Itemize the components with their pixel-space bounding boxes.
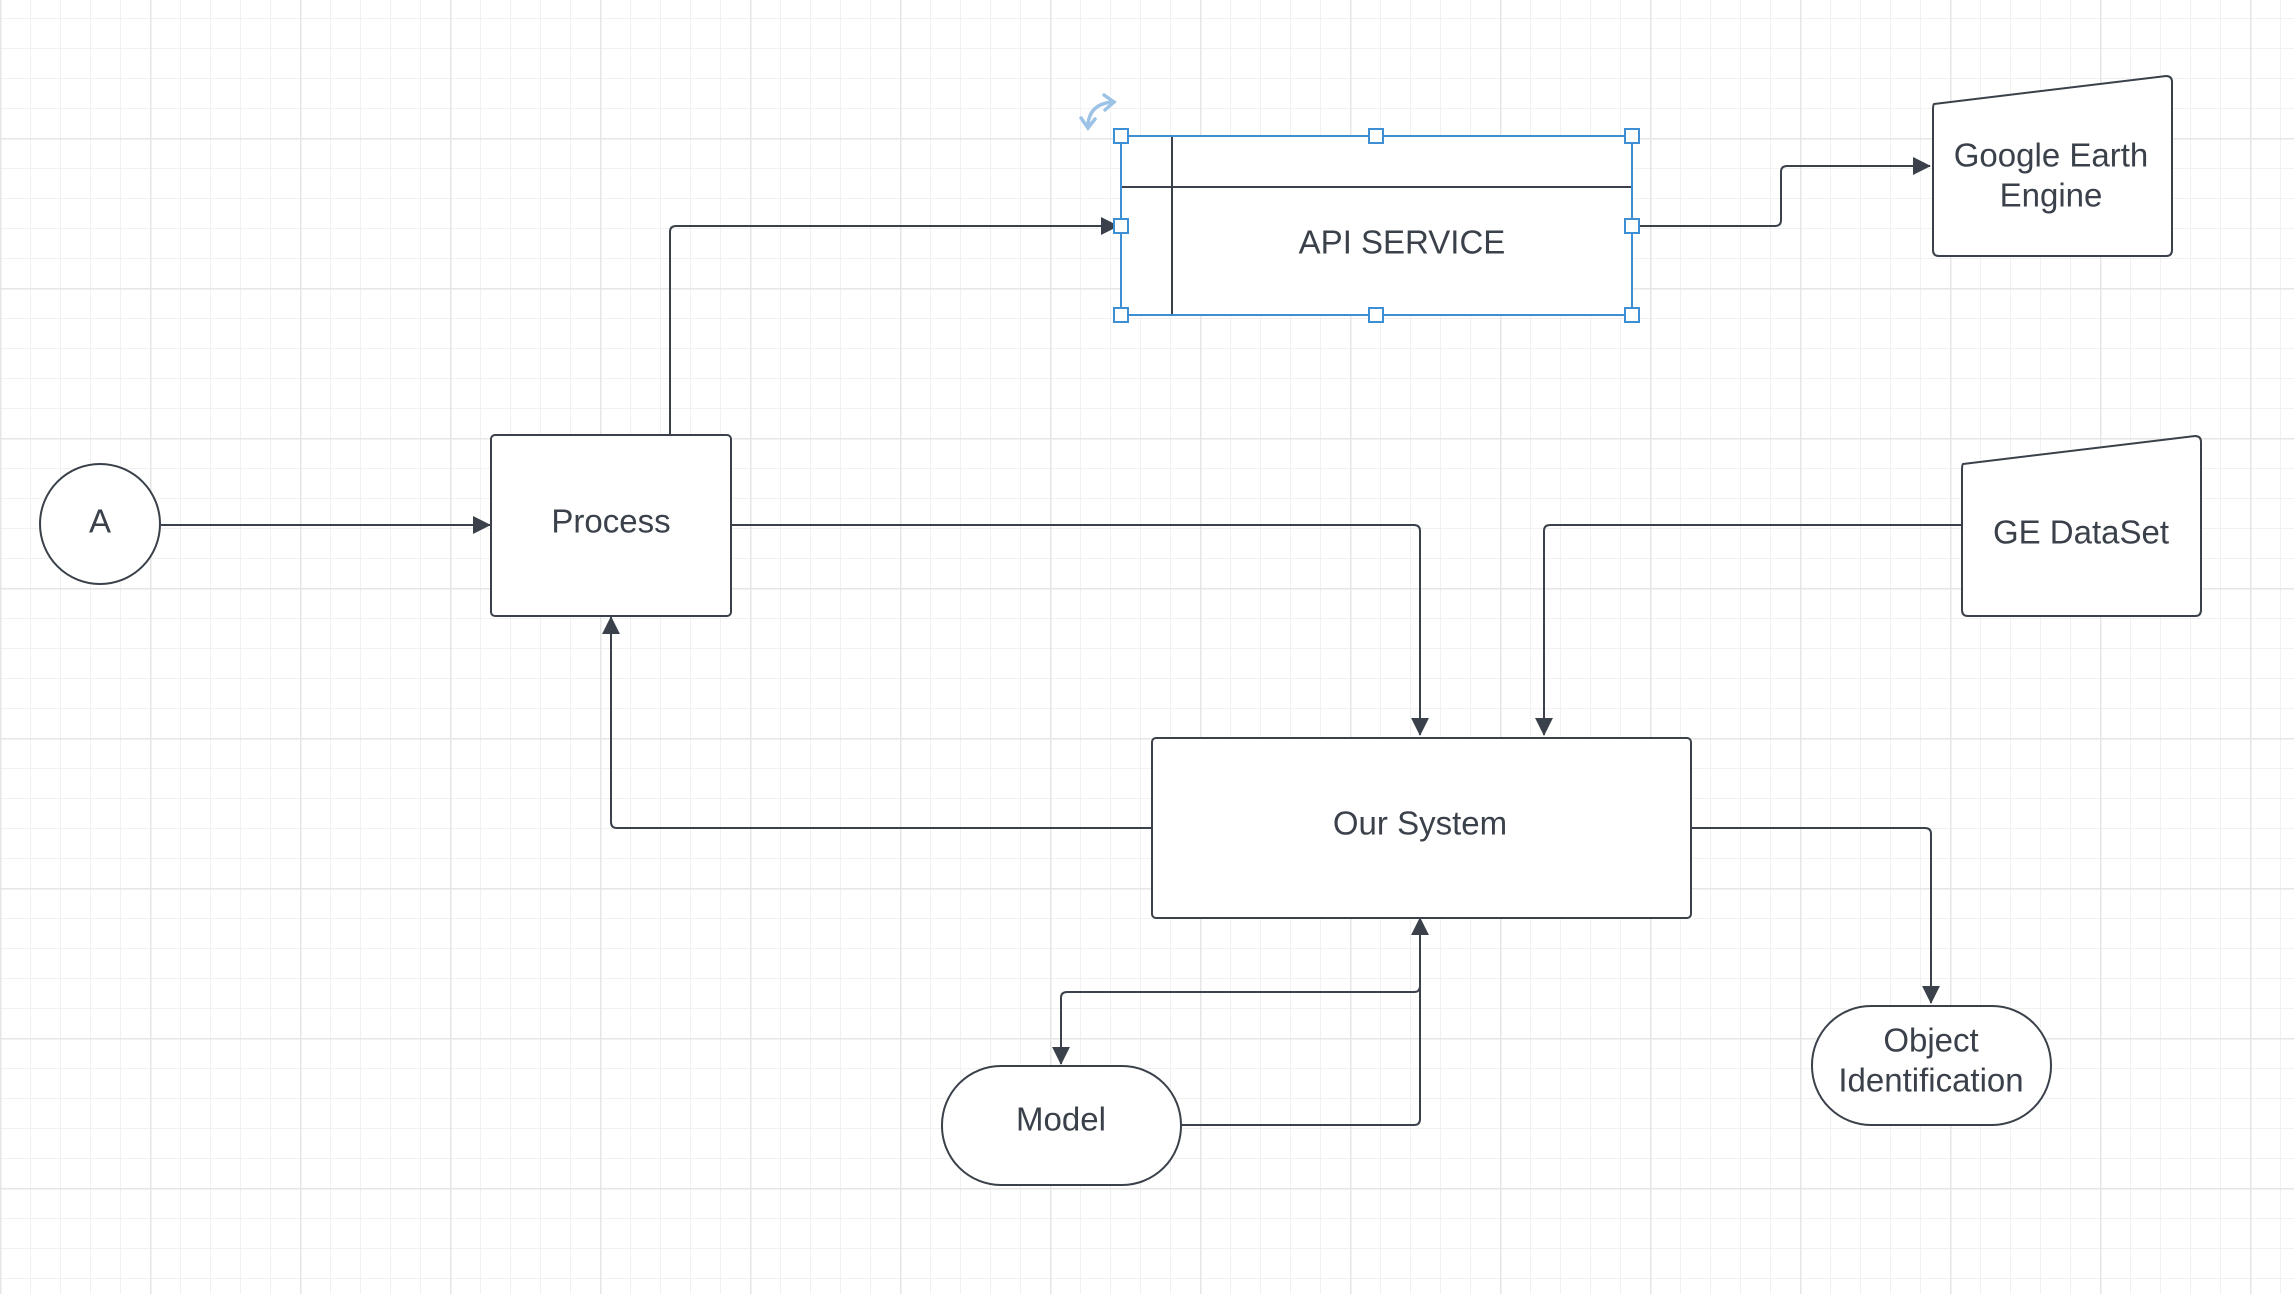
resize-handle-bottom-center[interactable] [1368,307,1384,323]
node-object-identification-label-line1: Object [1883,1022,1978,1059]
node-a-label: A [89,503,111,540]
node-api-service[interactable]: API SERVICE [1120,135,1633,316]
edge-ge-dataset-to-our-system[interactable] [1535,524,1961,736]
selection-overlay [1079,93,1640,323]
resize-handle-top-left[interactable] [1113,128,1129,144]
node-process[interactable]: Process [490,434,732,617]
node-google-earth-engine[interactable]: Google Earth Engine [1932,74,2173,257]
node-our-system[interactable]: Our System [1151,737,1692,919]
edge-model-to-our-system[interactable] [1181,917,1429,1126]
edge-process-to-api-service[interactable] [669,217,1119,435]
resize-handle-bottom-right[interactable] [1624,307,1640,323]
resize-handle-top-center[interactable] [1368,128,1384,144]
resize-handle-middle-right[interactable] [1624,218,1640,234]
edge-process-to-our-system[interactable] [730,524,1429,736]
node-process-label: Process [551,503,670,540]
resize-handle-top-right[interactable] [1624,128,1640,144]
connectors [160,157,1961,1126]
node-model-label: Model [1016,1101,1106,1138]
node-ge-dataset-label: GE DataSet [1993,514,2169,551]
node-model[interactable]: Model [941,1065,1182,1186]
node-object-identification[interactable]: Object Identification [1811,1005,2052,1126]
node-object-identification-label-line2: Identification [1838,1062,2023,1099]
node-google-earth-engine-label-line2: Engine [2000,177,2103,214]
edge-our-system-to-model[interactable] [1052,978,1421,1065]
edge-our-system-to-object-identification[interactable] [1690,827,1940,1004]
node-a[interactable]: A [39,463,161,585]
resize-handle-middle-left[interactable] [1113,218,1129,234]
node-google-earth-engine-label-line1: Google Earth [1954,137,2148,174]
node-ge-dataset[interactable]: GE DataSet [1961,434,2202,617]
edge-our-system-to-process[interactable] [602,616,1152,829]
edge-api-service-to-google-earth-engine[interactable] [1632,157,1931,227]
node-our-system-label: Our System [1333,805,1507,842]
resize-handle-bottom-left[interactable] [1113,307,1129,323]
node-api-service-label: API SERVICE [1299,224,1506,261]
rotate-handle-icon[interactable] [1079,93,1117,131]
